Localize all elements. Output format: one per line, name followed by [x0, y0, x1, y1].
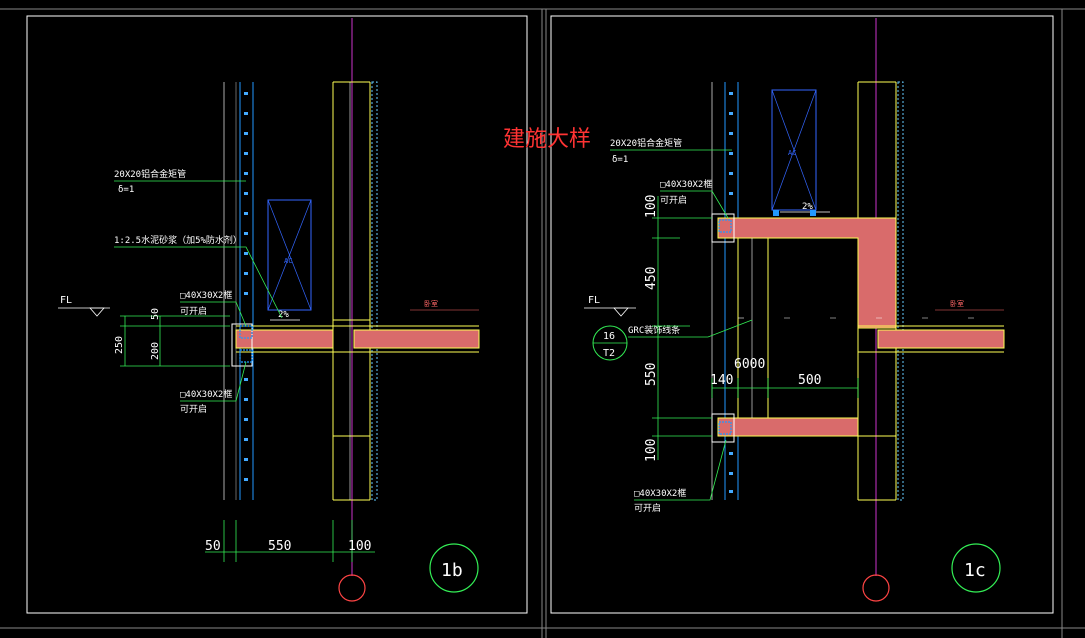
room-label-1b: 卧室: [424, 299, 438, 308]
note-pipe-1c: 20X20铝合金矩管: [610, 137, 682, 149]
ac-unit-1c: [771, 89, 817, 211]
wall-1b: [332, 81, 371, 501]
insulation-1b: [371, 81, 378, 501]
detail-tag-1c: 1c: [964, 560, 986, 581]
ref-sheet-1c: T2: [603, 348, 615, 359]
dim-500-1c: 500: [798, 373, 821, 388]
slab-floor-1c: [877, 329, 1005, 349]
frame-bot-box-1c: [711, 413, 735, 443]
frame-bot-profile-1c: [718, 421, 732, 435]
dim-450-1c: 450: [644, 267, 659, 290]
note-frame-top-sub-1c: 可开启: [660, 194, 687, 206]
dim-550-1b: 550: [268, 539, 291, 554]
panel-1c: AC 2% FL 卧室 20X20铝合金矩管 δ: [584, 18, 1005, 602]
dim-50-h-1b: 50: [205, 539, 221, 554]
note-grc-1c: GRC装饰线条: [628, 324, 680, 336]
note-pipe-thk-1c: δ=1: [612, 155, 628, 165]
note-pipe-1b: 20X20铝合金矩管: [114, 168, 186, 180]
note-mortar-1b: 1:2.5水泥砂浆（加5%防水剂）: [114, 234, 242, 246]
detail-tag-circle-1c: [951, 543, 1001, 593]
note-frame-bot-1c: □40X30X2框: [634, 487, 686, 499]
leaders-1c: [610, 149, 753, 501]
detail-tag-1b: 1b: [441, 560, 463, 581]
dims-vertical-1c: [652, 196, 712, 460]
dim-550-1c: 550: [644, 363, 659, 386]
room-label-1c: 卧室: [950, 299, 964, 308]
note-frame-top-sub-1b: 可开启: [180, 305, 207, 317]
dims-horizontal-1b: [205, 520, 375, 562]
dim-100-bot-1c: 100: [644, 439, 659, 462]
aluminium-tube-1b: [223, 82, 254, 500]
leaders-1b: [114, 180, 283, 402]
frame-top-profile-1c: [718, 219, 732, 233]
axis-bubble-1b: [338, 574, 366, 602]
note-pipe-thk-1b: δ=1: [118, 185, 134, 195]
slope-label-1c: 2%: [802, 202, 813, 212]
dim-200-1b: 200: [150, 342, 161, 360]
dim-140-1c: 140: [710, 373, 733, 388]
fl-label-1b: FL: [60, 295, 72, 306]
frame-right: [550, 15, 1054, 614]
panel-1b: AC 2% FL 卧室 20X20铝合金矩管 δ=1 1:2.5水泥砂浆（加5%…: [58, 18, 480, 602]
frame-top-box-1c: [711, 213, 735, 243]
note-frame-bot-1b: □40X30X2框: [180, 388, 232, 400]
curb-1b: [231, 323, 253, 367]
drawing-title: 建施大样: [503, 127, 591, 152]
fl-triangle-1c: [613, 307, 629, 317]
fl-label-1c: FL: [588, 295, 600, 306]
dim-6000-1c: 6000: [734, 357, 765, 372]
note-frame-bot-sub-1c: 可开启: [634, 502, 661, 514]
ref-num-1c: 16: [603, 331, 615, 342]
ac-unit-1b: [267, 199, 312, 311]
tube-dashes-1b: [244, 92, 248, 481]
notes-1c: 20X20铝合金矩管 δ=1 □40X30X2框 可开启 GRC装饰线条 □40…: [610, 137, 712, 514]
ac-label-1c: AC: [788, 149, 796, 157]
dim-100-h-1b: 100: [348, 539, 371, 554]
frame-left: [26, 15, 528, 614]
dims-horizontal-1c: [711, 378, 859, 398]
sheet-frames: [0, 8, 1085, 638]
dim-100-top-1c: 100: [644, 195, 659, 218]
slab-floor-1b: [353, 329, 480, 349]
insulation-1c: [897, 81, 904, 501]
dim-250-1b: 250: [114, 336, 125, 354]
note-frame-top-1c: □40X30X2框: [660, 178, 712, 190]
note-frame-top-1b: □40X30X2框: [180, 289, 232, 301]
tube-dashes-1c: [729, 92, 733, 493]
grc-top-band-1c: [717, 217, 897, 329]
notes-1b: 20X20铝合金矩管 δ=1 1:2.5水泥砂浆（加5%防水剂） □40X30X…: [114, 168, 242, 415]
fl-triangle-1b: [89, 307, 105, 317]
ac-label-1b: AC: [284, 257, 292, 265]
dim-50-v-1b: 50: [150, 308, 161, 320]
detail-tag-circle-1b: [429, 543, 479, 593]
note-frame-bot-sub-1b: 可开启: [180, 403, 207, 415]
slab-ac-platform-1b: [235, 329, 334, 349]
grc-bottom-band-1c: [717, 417, 859, 437]
dims-vertical-1b: [120, 315, 230, 367]
slope-label-1b: 2%: [278, 310, 289, 320]
axis-bubble-1c: [862, 574, 890, 602]
